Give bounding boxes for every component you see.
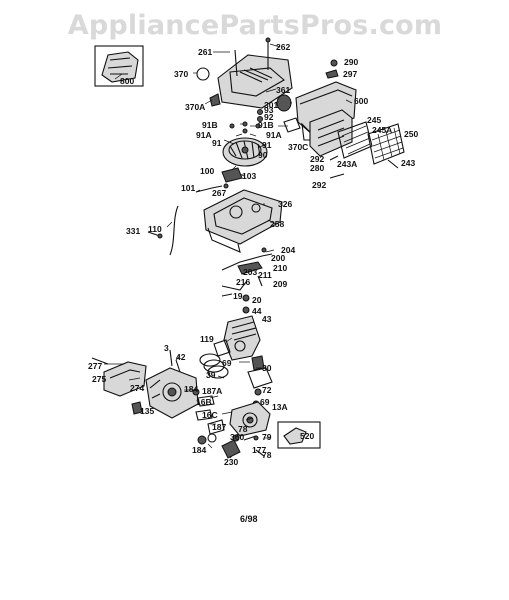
- part-label: 3: [164, 343, 169, 353]
- part-label: 91B: [202, 120, 218, 130]
- part-label: 800: [120, 76, 135, 86]
- ignition-coil: [221, 167, 243, 183]
- part-label: 91A: [196, 130, 212, 140]
- part-label: 245: [367, 115, 382, 125]
- part-label: 370C: [288, 142, 309, 152]
- part-label: 91: [262, 140, 272, 150]
- leader-lines: [104, 43, 353, 459]
- part-label: 78: [262, 450, 272, 460]
- part-label: 245A: [372, 125, 393, 135]
- part-label: 267: [212, 188, 227, 198]
- part-label: 277: [88, 361, 103, 371]
- part-label: 100: [200, 166, 215, 176]
- revision-date: 6/98: [240, 514, 258, 524]
- part-label: 39: [206, 370, 216, 380]
- part-370A-clip: [209, 93, 221, 107]
- part-label: 216: [236, 277, 251, 287]
- part-label: 243A: [337, 159, 358, 169]
- part-label: 103: [242, 171, 257, 181]
- part-label: 16C: [202, 410, 218, 420]
- part-label: 72: [262, 385, 272, 395]
- part-label: 43: [262, 314, 272, 324]
- part-label: 187A: [202, 386, 223, 396]
- part-label: 92: [264, 112, 274, 122]
- air-filter-cover: [367, 123, 405, 165]
- part-label: 177: [252, 445, 267, 455]
- part-label: 274: [130, 383, 145, 393]
- part-301-knob: [276, 94, 292, 112]
- part-370-ball: [196, 67, 210, 81]
- part-label: 210: [273, 263, 288, 273]
- muffler: [103, 361, 147, 397]
- part-label: 78: [238, 424, 248, 434]
- part-label: 370: [174, 69, 189, 79]
- cylinder: [223, 315, 261, 361]
- part-label: 360: [230, 432, 245, 442]
- part-label: 600: [354, 96, 369, 106]
- flywheel: [222, 137, 268, 167]
- engine-housing: [203, 189, 283, 253]
- part-label: 91: [212, 138, 222, 148]
- part-label: 69: [222, 358, 232, 368]
- part-label: 292: [310, 154, 325, 164]
- part-label: 19: [233, 291, 243, 301]
- part-label: 262: [276, 42, 291, 52]
- part-label: 187: [212, 422, 227, 432]
- part-label: 209: [273, 279, 288, 289]
- part-label: 280: [310, 163, 325, 173]
- part-label: 184: [184, 384, 199, 394]
- part-label: 110: [148, 224, 162, 234]
- part-label: 258: [270, 219, 285, 229]
- part-label: 90: [258, 150, 268, 160]
- piston-rings: [199, 353, 229, 379]
- part-label: 200: [271, 253, 286, 263]
- part-label: 119: [200, 334, 214, 344]
- part-label: 42: [176, 352, 186, 362]
- part-label: 13A: [272, 402, 288, 412]
- part-label: 203: [243, 267, 258, 277]
- part-label: 520: [300, 431, 315, 441]
- part-label: 370A: [185, 102, 206, 112]
- part-label: 44: [252, 306, 262, 316]
- part-520-inset: [277, 421, 321, 449]
- part-label: 135: [140, 406, 155, 416]
- part-label: 275: [92, 374, 107, 384]
- part-label: 204: [281, 245, 296, 255]
- engine-cover-shroud: [217, 37, 293, 109]
- watermark: AppliancePartsPros.com: [67, 10, 443, 41]
- part-label: 230: [224, 457, 239, 467]
- part-label: 20: [252, 295, 262, 305]
- part-label: 292: [312, 180, 327, 190]
- throttle-cable: [169, 205, 179, 256]
- part-label: 250: [404, 129, 419, 139]
- part-label: 69: [260, 397, 270, 407]
- part-label: 361: [276, 85, 291, 95]
- part-label: 101: [181, 183, 196, 193]
- part-label: 261: [198, 47, 213, 57]
- part-label: 211: [258, 270, 272, 280]
- part-label: 326: [278, 199, 293, 209]
- part-label: 331: [126, 226, 141, 236]
- engine-inset-drawing: [94, 45, 144, 87]
- part-label: 16B: [196, 397, 212, 407]
- part-label: 184: [192, 445, 207, 455]
- part-label: 79: [262, 432, 272, 442]
- crankcase: [145, 367, 199, 419]
- part-label: 301: [264, 100, 279, 110]
- part-label: 93: [264, 105, 274, 115]
- part-label: 91A: [266, 130, 282, 140]
- part-label: 91B: [258, 120, 274, 130]
- part-label: 243: [401, 158, 416, 168]
- part-label: 30: [262, 363, 272, 373]
- part-label: 297: [343, 69, 358, 79]
- throttle-linkage: [221, 247, 273, 291]
- part-label: 290: [344, 57, 359, 67]
- air-filter-body: [309, 109, 353, 157]
